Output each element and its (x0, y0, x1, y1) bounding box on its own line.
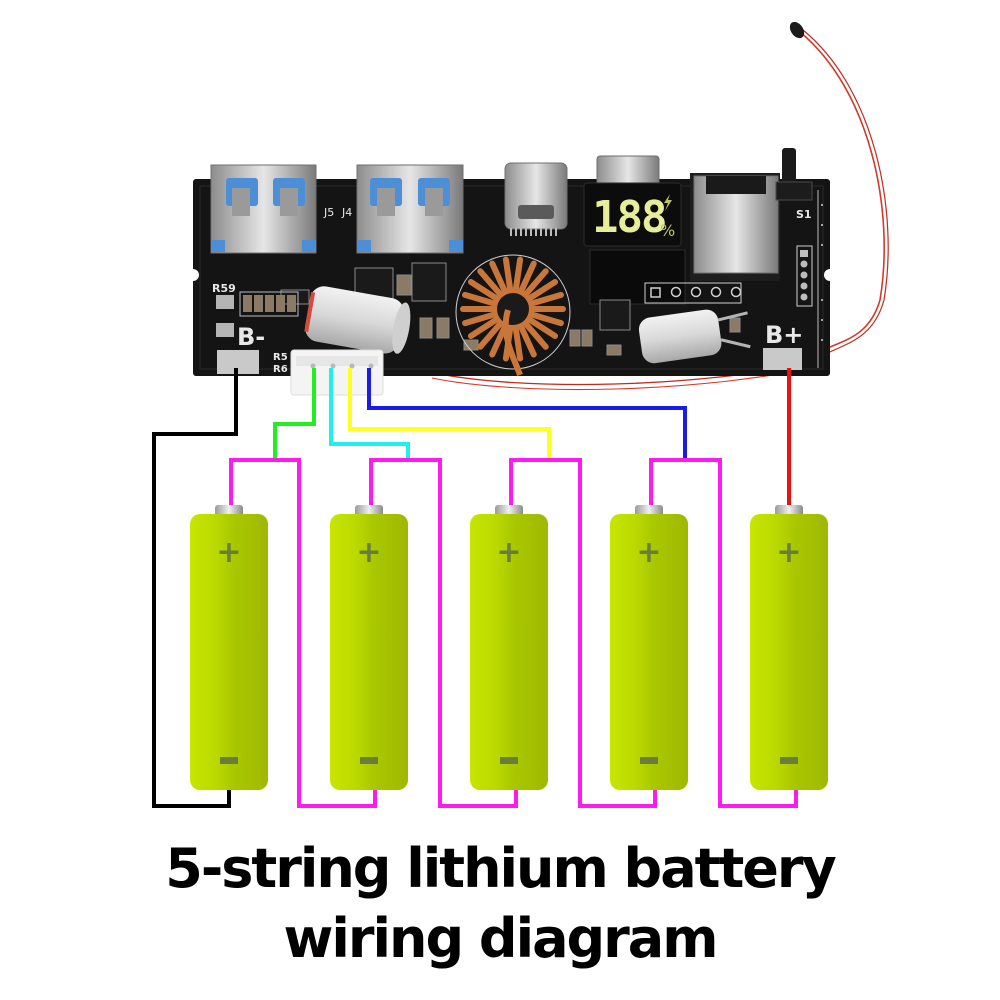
wire-balance-4 (367, 368, 687, 460)
lightning-bolt-icon (664, 194, 672, 211)
caption-title-line2: wiring diagram (283, 907, 718, 970)
positive-symbol: + (776, 535, 801, 570)
pin-header (644, 282, 742, 304)
negative-symbol (220, 757, 238, 764)
positive-symbol: + (356, 535, 381, 570)
wire-balance-3 (348, 368, 551, 460)
display-percent-unit: % (660, 221, 675, 240)
coil-winding (467, 314, 503, 340)
wires (152, 368, 798, 808)
label-b-plus: B+ (765, 321, 803, 349)
positive-symbol: + (216, 535, 241, 570)
label-j4: J4 (341, 206, 352, 219)
tact-switch: S1 (775, 148, 813, 221)
coil-winding (525, 291, 564, 308)
coil-winding (525, 310, 564, 327)
toroid-inductor (455, 254, 571, 377)
negative-symbol (360, 757, 378, 764)
pad (216, 323, 234, 337)
coil-winding (477, 318, 506, 350)
label-b-minus: B- (237, 323, 265, 351)
caption-title-line1: 5-string lithium battery (165, 837, 836, 900)
b-plus-pad (763, 348, 802, 370)
coil-winding (489, 260, 510, 298)
negative-symbol (640, 757, 658, 764)
wire-b-minus (152, 368, 238, 808)
negative-symbol (500, 757, 518, 764)
label-r6: R6 (273, 364, 288, 375)
electrolytic-capacitor-right (638, 309, 751, 364)
battery-body (190, 514, 268, 790)
coil-winding (520, 268, 549, 300)
coil-winding (467, 278, 503, 304)
battery-cell-2: + (330, 505, 408, 790)
coil-winding (520, 318, 549, 350)
positive-symbol: + (496, 535, 521, 570)
battery-body (330, 514, 408, 790)
electrolytic-capacitor-left (304, 286, 411, 354)
coil-winding (462, 310, 501, 327)
label-j5: J5 (323, 206, 334, 219)
side-pin-header (796, 245, 813, 307)
battery-cell-3: + (470, 505, 548, 790)
positive-symbol: + (636, 535, 661, 570)
pad-r59 (216, 295, 234, 309)
label-s1: S1 (796, 208, 812, 221)
battery-pack: + + + + + (190, 505, 828, 790)
series-link-1-2 (229, 458, 377, 808)
micro-usb-port (596, 155, 660, 187)
coil-winding (516, 320, 537, 358)
battery-body (610, 514, 688, 790)
series-link-3-4 (509, 458, 657, 808)
battery-body (470, 514, 548, 790)
negative-symbol (780, 757, 798, 764)
usb-c-port (504, 162, 568, 236)
series-link-4-5 (649, 458, 798, 808)
coil-winding (523, 314, 559, 340)
coil-winding (512, 321, 524, 362)
series-link-2-3 (369, 458, 518, 808)
coil-winding (462, 291, 501, 308)
coil-winding (523, 278, 559, 304)
coil-winding (502, 256, 514, 297)
battery-cell-5: + (750, 505, 828, 790)
battery-body (750, 514, 828, 790)
coil-winding (516, 260, 537, 298)
label-r59: R59 (212, 282, 236, 295)
resistor-array (239, 291, 299, 317)
display-digits: 188 (592, 192, 665, 243)
coil-winding (477, 268, 506, 300)
usb-a-port-1 (210, 164, 317, 254)
pcb-board: J5 J4 188 % (187, 148, 836, 396)
wire-balance-2 (329, 368, 410, 460)
battery-percent-display: 188 % (583, 182, 682, 247)
usb-a-port-2 (356, 164, 464, 254)
label-r5: R5 (273, 352, 288, 363)
usb-c-port-large (690, 173, 780, 281)
battery-cell-4: + (610, 505, 688, 790)
coil-winding (512, 256, 524, 297)
smd-components (280, 262, 741, 356)
wire-balance-1 (273, 368, 316, 460)
battery-cell-1: + (190, 505, 268, 790)
